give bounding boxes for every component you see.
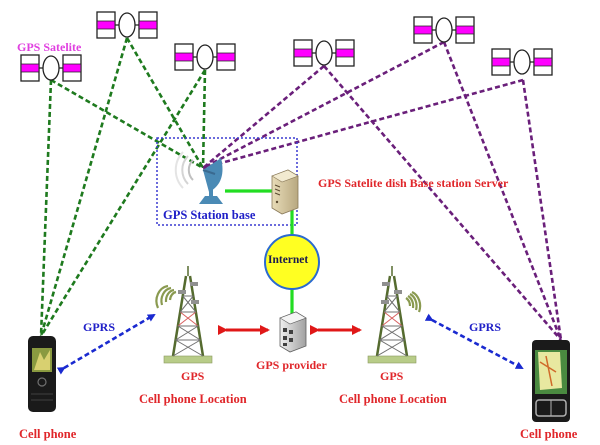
tower-right-title: GPS	[380, 369, 404, 383]
link-sat5-dish	[202, 40, 445, 170]
phone-left-label: Cell phone	[19, 427, 77, 441]
satellite-icon	[20, 54, 82, 82]
satellite-icon	[96, 11, 158, 39]
green-solid-connections	[225, 189, 294, 315]
gprs-arrow-right	[424, 313, 524, 370]
cell-phone-right-icon	[532, 340, 570, 422]
link-sat6-dish	[202, 78, 524, 170]
tower-left-signal-icon	[155, 284, 177, 309]
gprs-label-left: GPRS	[83, 320, 116, 334]
link-sat3-dish	[201, 69, 207, 169]
gps-satellite-label: GPS Satelite	[17, 40, 82, 54]
link-sat5-phone	[442, 41, 563, 341]
gprs-label-right: GPRS	[469, 320, 502, 334]
satellite-icon	[413, 16, 475, 44]
link-sat1-dish	[50, 78, 204, 170]
internet-node	[264, 234, 320, 290]
satellite-icon	[293, 39, 355, 67]
server-label: GPS Satelite dish Base station Server	[318, 176, 509, 190]
server-icon	[271, 169, 299, 215]
purple-satellite-links	[202, 40, 563, 341]
gps-station-base-label: GPS Station base	[163, 208, 256, 222]
satellite-icon	[174, 43, 236, 71]
gprs-arrow-left	[56, 313, 156, 375]
internet-label: Internet	[268, 254, 309, 266]
gps-provider-label: GPS provider	[256, 358, 327, 372]
cell-tower-left-icon	[163, 266, 213, 364]
tower-right-signal-icon	[405, 291, 422, 313]
tower-right-subtitle: Cell phone Location	[339, 392, 447, 406]
cell-phone-left-icon	[28, 336, 56, 412]
satellite-dish-icon	[174, 151, 223, 204]
link-sat2-dish	[125, 37, 205, 169]
link-sat2-phone	[39, 37, 129, 337]
station-base-box	[156, 137, 298, 226]
gprs-links	[56, 313, 524, 375]
link-sat4-dish	[202, 65, 325, 169]
link-sat6-phone	[521, 79, 563, 341]
tower-left-subtitle: Cell phone Location	[139, 392, 247, 406]
tower-left-title: GPS	[181, 369, 205, 383]
satellite-icon	[491, 48, 553, 76]
link-sat1-phone	[39, 79, 53, 337]
green-satellite-links	[39, 37, 207, 337]
cell-tower-right-icon	[367, 266, 417, 364]
link-sat4-phone	[323, 65, 562, 341]
link-sat3-phone	[39, 69, 207, 337]
satellites	[20, 11, 553, 82]
gps-provider-icon	[279, 311, 307, 353]
phone-right-label: Cell phone	[520, 427, 578, 441]
